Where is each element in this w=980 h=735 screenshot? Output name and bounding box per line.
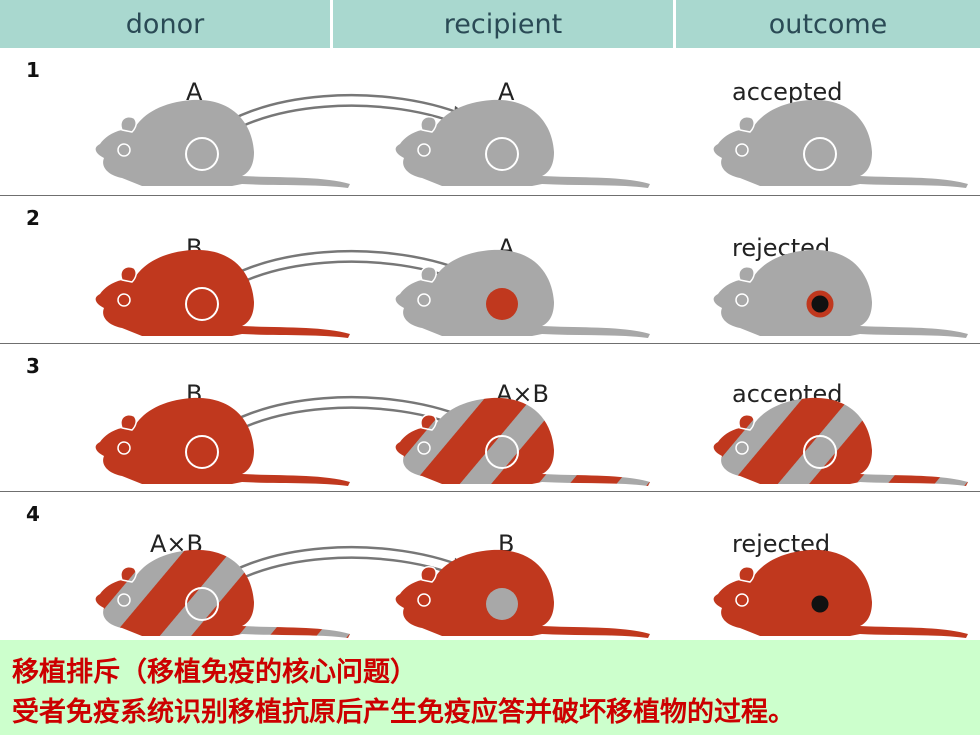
mouse-eye	[417, 293, 431, 307]
mouse-body	[95, 99, 351, 188]
outcome-mouse-icon	[713, 549, 968, 638]
graft-site	[485, 137, 519, 171]
header-divider	[673, 0, 676, 48]
recipient-mouse-icon	[395, 397, 650, 486]
mouse-body	[395, 549, 650, 638]
row-divider	[0, 195, 980, 196]
mouse-body	[395, 397, 650, 486]
recipient-mouse-icon	[395, 99, 650, 188]
mouse-body	[713, 249, 968, 338]
mouse-eye	[417, 593, 431, 607]
donor-mouse-icon	[95, 397, 351, 486]
caption-definition: 受者免疫系统识别移植抗原后产生免疫应答并破坏移植物的过程。	[12, 697, 795, 728]
donor-label: A	[186, 78, 203, 106]
row-divider	[0, 343, 980, 344]
header-outcome: outcome	[676, 0, 980, 48]
mouse-ear	[738, 266, 755, 283]
mouse-ear	[120, 566, 137, 583]
mouse-ear	[738, 566, 755, 583]
header-recipient: recipient	[333, 0, 673, 48]
mouse-ear	[738, 116, 755, 133]
mouse-ear	[120, 266, 137, 283]
graft-site	[803, 137, 837, 171]
mouse-body	[95, 249, 351, 338]
header-donor: donor	[0, 0, 330, 48]
graft-site	[486, 588, 518, 620]
mouse-body	[95, 397, 351, 486]
graft-experiment-rows: 1 A A accepted 2 B A rejected 3 B A×B ac…	[0, 48, 980, 640]
caption-title: 移植排斥（移植免疫的核心问题）	[12, 657, 417, 688]
graft-site	[185, 587, 219, 621]
mouse-ear	[738, 414, 755, 431]
mouse-eye	[735, 441, 749, 455]
donor-mouse-icon	[95, 549, 351, 638]
mouse-ear	[420, 414, 437, 431]
recipient-label: A	[498, 78, 515, 106]
recipient-mouse-icon	[395, 549, 650, 638]
donor-mouse-icon	[95, 249, 351, 338]
experiment-row-1: 1 A A accepted	[0, 48, 980, 196]
row-divider	[0, 491, 980, 492]
caption-box: 移植排斥（移植免疫的核心问题） 受者免疫系统识别移植抗原后产生免疫应答并破坏移植…	[0, 640, 980, 735]
experiment-row-4: 4 A×B B rejected	[0, 492, 980, 640]
outcome-mouse-icon	[713, 397, 968, 486]
mouse-body	[395, 99, 650, 188]
mouse-eye	[735, 293, 749, 307]
graft-site	[486, 288, 518, 320]
mouse-eye	[735, 143, 749, 157]
mouse-eye	[417, 441, 431, 455]
mouse-eye	[117, 441, 131, 455]
recipient-mouse-icon	[395, 249, 650, 338]
mouse-ear	[120, 414, 137, 431]
row-number: 1	[26, 58, 40, 82]
row-number: 3	[26, 354, 40, 378]
graft-site	[185, 287, 219, 321]
mouse-ear	[420, 116, 437, 133]
mouse-ear	[120, 116, 137, 133]
graft-site	[806, 590, 834, 618]
header-divider	[330, 0, 333, 48]
mouse-body	[95, 549, 351, 638]
mouse-body	[395, 249, 650, 338]
graft-site	[806, 290, 834, 318]
graft-site	[185, 435, 219, 469]
mouse-body	[713, 99, 968, 188]
row-number: 4	[26, 502, 40, 526]
donor-mouse-icon	[95, 99, 351, 188]
mouse-ear	[420, 266, 437, 283]
mouse-eye	[117, 593, 131, 607]
experiment-row-3: 3 B A×B accepted	[0, 344, 980, 492]
mouse-eye	[735, 593, 749, 607]
mouse-body	[713, 397, 968, 486]
experiment-row-2: 2 B A rejected	[0, 196, 980, 344]
mouse-body	[713, 549, 968, 638]
mouse-eye	[117, 293, 131, 307]
graft-site	[185, 137, 219, 171]
outcome-mouse-icon	[713, 249, 968, 338]
row-number: 2	[26, 206, 40, 230]
graft-site	[485, 435, 519, 469]
mouse-eye	[117, 143, 131, 157]
mouse-eye	[417, 143, 431, 157]
outcome-mouse-icon	[713, 99, 968, 188]
mouse-ear	[420, 566, 437, 583]
table-header: donor recipient outcome	[0, 0, 980, 48]
graft-site	[803, 435, 837, 469]
